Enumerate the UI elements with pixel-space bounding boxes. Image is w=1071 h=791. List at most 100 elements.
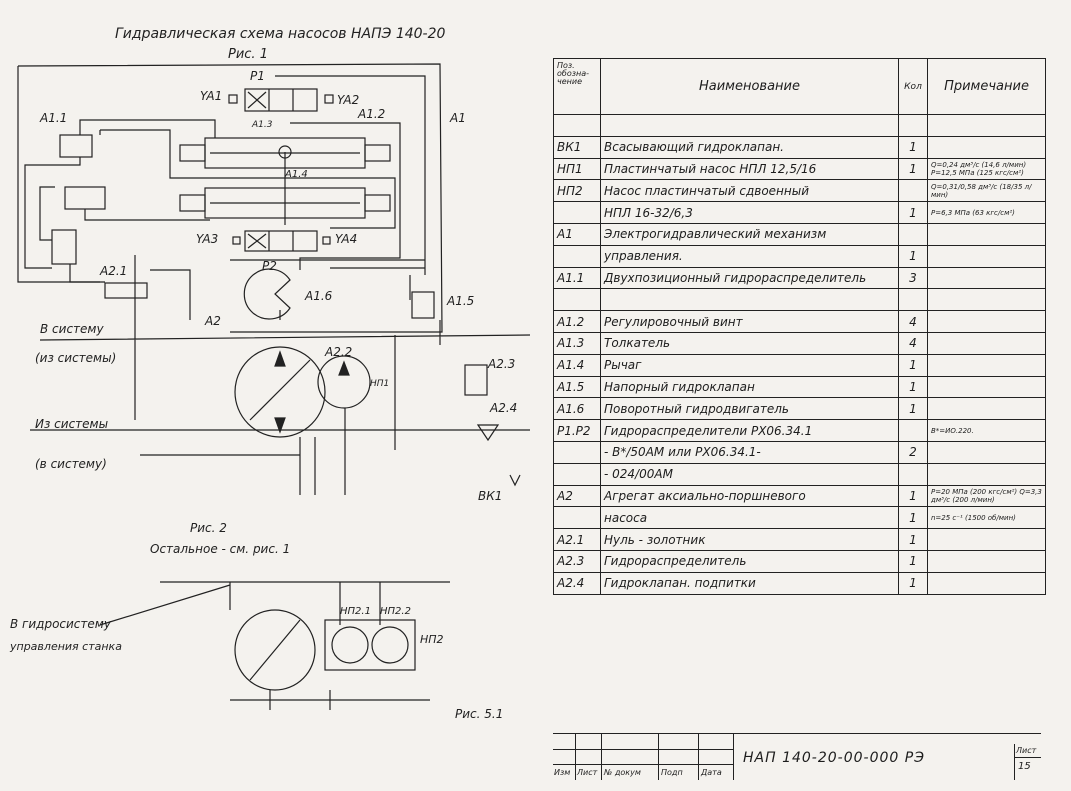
label-to-system: В систему	[40, 322, 104, 336]
cell-name: Электрогидравлический механизм	[600, 222, 899, 246]
col-doc: № докум	[604, 768, 641, 777]
cell-name: - B*/50AM или РХ06.34.1-	[600, 440, 899, 464]
figure-caption: Рис. 5.1	[455, 707, 503, 721]
cell-note	[927, 549, 1046, 573]
cell-qty	[898, 222, 928, 246]
label-p1: P1	[250, 69, 265, 83]
label-np1: НП1	[370, 379, 389, 389]
label-ya1: YA1	[200, 89, 222, 103]
cell-qty: 1	[898, 353, 928, 377]
cell-name: Насос пластинчатый сдвоенный	[600, 179, 899, 203]
label-np2-2: НП2.2	[380, 606, 411, 617]
cell-pos	[553, 462, 601, 486]
pump-a2-triangles	[274, 350, 286, 434]
cell-name: Агрегат аксиально-поршневого	[600, 484, 899, 508]
cell-pos: P1.P2	[553, 419, 601, 442]
label-a1-5: A1.5	[446, 294, 474, 308]
cell-note: Q=0,24 дм³/с (14,6 л/мин) P=12,5 МПа (12…	[927, 157, 1046, 181]
label-np2: НП2	[420, 633, 444, 646]
sheet-number: 15	[1018, 761, 1031, 772]
valve-a1-1-c	[51, 229, 77, 265]
label-a1-1: A1.1	[39, 111, 67, 125]
schematic-title: Гидравлическая схема насосов НАПЭ 140-20	[115, 26, 446, 42]
cell-qty: 1	[898, 549, 928, 573]
cell-qty: 1	[898, 397, 928, 421]
valve-a1-1-b	[64, 186, 106, 210]
cell-pos: A2.4	[553, 571, 601, 595]
cell-pos: A1.3	[553, 331, 601, 355]
cell-qty: 3	[898, 266, 928, 290]
label-vk1: ВК1	[478, 489, 502, 503]
tank-lines	[140, 408, 346, 495]
header-qty: Кол	[898, 58, 928, 115]
col-list: Лист	[577, 768, 598, 777]
actuator-lower	[179, 152, 391, 225]
rotary-motor-a1-6	[243, 268, 291, 320]
revision-grid: Изм Лист № докум Подп Дата	[553, 734, 734, 780]
cell-pos	[553, 114, 601, 137]
cell-qty	[898, 462, 928, 486]
suction-valve-vk1	[509, 474, 521, 487]
valve-p1	[228, 88, 334, 112]
cell-pos: A1.1	[553, 266, 601, 290]
label-a2-2: A2.2	[324, 345, 352, 359]
cell-note	[927, 528, 1046, 551]
cell-note	[927, 310, 1046, 333]
cell-pos	[553, 201, 601, 224]
label-from-system: Из системы	[35, 417, 108, 431]
cell-name: Пластинчатый насос НПЛ 12,5/16	[600, 157, 899, 181]
cell-pos: НП2	[553, 179, 601, 203]
cell-qty: 1	[898, 484, 928, 508]
cell-qty: 1	[898, 528, 928, 551]
cell-pos	[553, 440, 601, 464]
cell-qty	[898, 288, 928, 312]
label-a2-1: A2.1	[99, 264, 127, 278]
cell-pos: A2.3	[553, 549, 601, 573]
label-to-system-paren: (в систему)	[35, 457, 107, 471]
sheet-box: Лист 15	[1014, 744, 1041, 780]
cell-note	[927, 462, 1046, 486]
cell-pos	[553, 244, 601, 268]
table-row: - 024/00AM	[553, 462, 1046, 486]
a1-boundary	[17, 63, 443, 333]
cell-note	[927, 135, 1046, 159]
table-row	[553, 114, 1046, 137]
cell-qty: 1	[898, 244, 928, 268]
cell-qty: 2	[898, 440, 928, 464]
valve-a1-1-a	[59, 134, 93, 158]
cell-pos: A1.5	[553, 375, 601, 399]
label-from-system-paren: (из системы)	[35, 351, 116, 365]
cell-name: Гидрораспределитель	[600, 549, 899, 573]
cell-qty	[898, 114, 928, 137]
cell-qty: 1	[898, 571, 928, 595]
header-name: Наименование	[600, 58, 899, 115]
cell-qty: 1	[898, 135, 928, 159]
cell-name: управления.	[600, 244, 899, 268]
pump-a2	[234, 346, 326, 438]
cell-name: Рычаг	[600, 353, 899, 377]
col-izm: Изм	[554, 768, 571, 777]
null-spool-a2-1	[104, 282, 148, 299]
cell-name: насоса	[600, 506, 899, 530]
cell-pos: НП1	[553, 157, 601, 181]
cell-note	[927, 331, 1046, 355]
label-a2: A2	[204, 314, 221, 328]
table-row	[553, 288, 1046, 312]
cell-pos: A1.6	[553, 397, 601, 421]
cell-qty: 1	[898, 157, 928, 181]
piping	[24, 75, 531, 450]
col-sign: Подп	[661, 768, 683, 777]
pump-a2-arrow	[249, 359, 311, 421]
cell-note: Q=0,31/0,58 дм³/с (18/35 л/мин)	[927, 179, 1046, 203]
label-a1-3: A1.3	[251, 120, 273, 130]
valve-p2	[232, 230, 331, 252]
relief-valve-a1-5	[411, 291, 435, 319]
